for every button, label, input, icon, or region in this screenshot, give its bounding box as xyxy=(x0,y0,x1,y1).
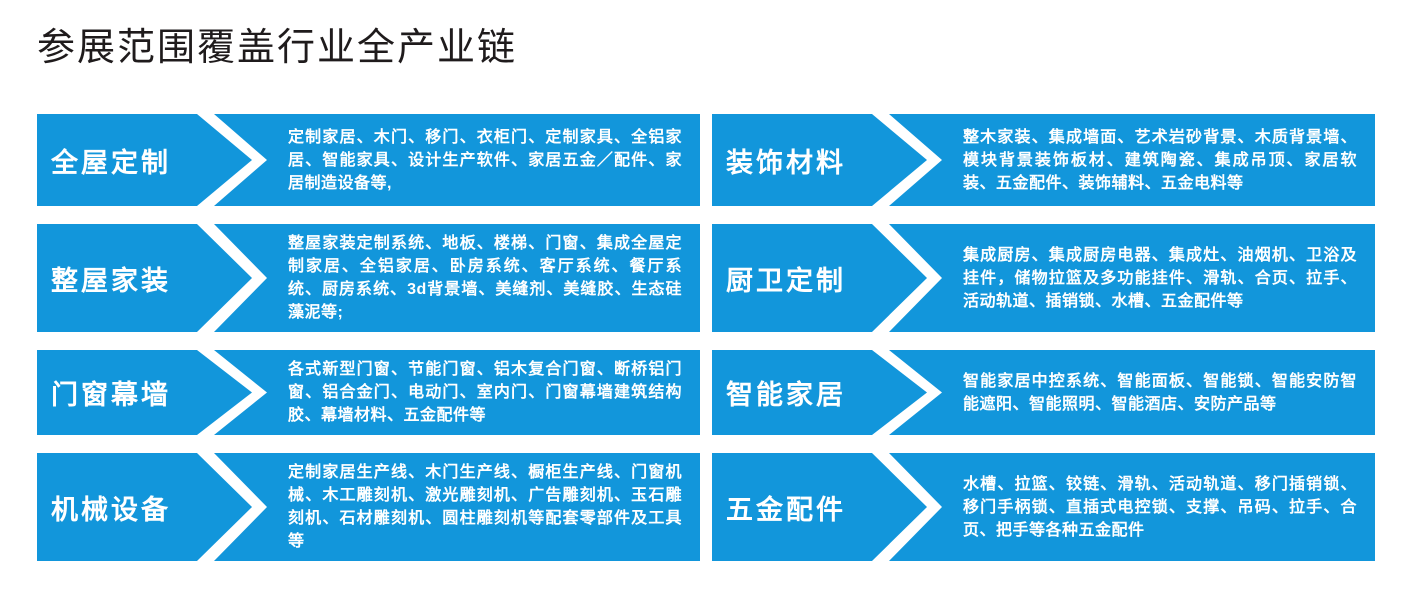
category-items-box: 整木家装、集成墙面、艺术岩砂背景、木质背景墙、模块背景装饰板材、建筑陶瓷、集成吊… xyxy=(889,114,1375,206)
category-row: 智能家居 智能家居中控系统、智能面板、智能锁、智能安防智能遮阳、智能照明、智能酒… xyxy=(712,350,1375,435)
category-items-box: 水槽、拉篮、铰链、滑轨、活动轨道、移门插销锁、移门手柄锁、直插式电控锁、支撑、吊… xyxy=(889,453,1375,561)
category-arrow-label: 机械设备 xyxy=(37,453,252,561)
category-items-text: 水槽、拉篮、铰链、滑轨、活动轨道、移门插销锁、移门手柄锁、直插式电控锁、支撑、吊… xyxy=(963,475,1357,539)
category-row: 五金配件 水槽、拉篮、铰链、滑轨、活动轨道、移门插销锁、移门手柄锁、直插式电控锁… xyxy=(712,453,1375,561)
category-grid: 全屋定制 定制家居、木门、移门、衣柜门、定制家具、全铝家居、智能家具、设计生产软… xyxy=(37,114,1375,561)
category-items-box: 定制家居、木门、移门、衣柜门、定制家具、全铝家居、智能家具、设计生产软件、家居五… xyxy=(214,114,700,206)
category-arrow-label: 整屋家装 xyxy=(37,224,252,332)
category-label-text: 厨卫定制 xyxy=(726,265,846,296)
category-label-text: 装饰材料 xyxy=(726,147,846,178)
category-row: 厨卫定制 集成厨房、集成厨房电器、集成灶、油烟机、卫浴及挂件，储物拉篮及多功能挂… xyxy=(712,224,1375,332)
category-row: 机械设备 定制家居生产线、木门生产线、橱柜生产线、门窗机械、木工雕刻机、激光雕刻… xyxy=(37,453,700,561)
category-items-box: 整屋家装定制系统、地板、楼梯、门窗、集成全屋定制家居、全铝家居、卧房系统、客厅系… xyxy=(214,224,700,332)
category-row: 门窗幕墙 各式新型门窗、节能门窗、铝木复合门窗、断桥铝门窗、铝合金门、电动门、室… xyxy=(37,350,700,435)
category-label-text: 整屋家装 xyxy=(51,265,171,296)
page-title: 参展范围覆盖行业全产业链 xyxy=(37,27,518,69)
category-items-text: 定制家居生产线、木门生产线、橱柜生产线、门窗机械、木工雕刻机、激光雕刻机、广告雕… xyxy=(288,464,682,550)
category-label-text: 智能家居 xyxy=(726,380,846,410)
category-items-text: 集成厨房、集成厨房电器、集成灶、油烟机、卫浴及挂件，储物拉篮及多功能挂件、滑轨、… xyxy=(963,246,1357,310)
category-items-text: 定制家居、木门、移门、衣柜门、定制家具、全铝家居、智能家具、设计生产软件、家居五… xyxy=(288,128,682,192)
category-row: 全屋定制 定制家居、木门、移门、衣柜门、定制家具、全铝家居、智能家具、设计生产软… xyxy=(37,114,700,206)
category-items-box: 各式新型门窗、节能门窗、铝木复合门窗、断桥铝门窗、铝合金门、电动门、室内门、门窗… xyxy=(214,350,700,435)
category-arrow-label: 全屋定制 xyxy=(37,114,252,206)
category-arrow-label: 门窗幕墙 xyxy=(37,350,252,435)
category-items-text: 整屋家装定制系统、地板、楼梯、门窗、集成全屋定制家居、全铝家居、卧房系统、客厅系… xyxy=(288,235,682,321)
category-row: 装饰材料 整木家装、集成墙面、艺术岩砂背景、木质背景墙、模块背景装饰板材、建筑陶… xyxy=(712,114,1375,206)
category-items-box: 定制家居生产线、木门生产线、橱柜生产线、门窗机械、木工雕刻机、激光雕刻机、广告雕… xyxy=(214,453,700,561)
category-arrow-label: 厨卫定制 xyxy=(712,224,927,332)
category-items-text: 智能家居中控系统、智能面板、智能锁、智能安防智能遮阳、智能照明、智能酒店、安防产… xyxy=(963,372,1357,413)
category-arrow-label: 五金配件 xyxy=(712,453,927,561)
category-items-text: 整木家装、集成墙面、艺术岩砂背景、木质背景墙、模块背景装饰板材、建筑陶瓷、集成吊… xyxy=(963,128,1357,192)
category-arrow-label: 智能家居 xyxy=(712,350,927,435)
category-items-box: 集成厨房、集成厨房电器、集成灶、油烟机、卫浴及挂件，储物拉篮及多功能挂件、滑轨、… xyxy=(889,224,1375,332)
category-label-text: 机械设备 xyxy=(51,494,171,525)
category-label-text: 五金配件 xyxy=(726,494,846,525)
category-items-text: 各式新型门窗、节能门窗、铝木复合门窗、断桥铝门窗、铝合金门、电动门、室内门、门窗… xyxy=(288,361,682,424)
category-label-text: 全屋定制 xyxy=(51,147,171,178)
category-row: 整屋家装 整屋家装定制系统、地板、楼梯、门窗、集成全屋定制家居、全铝家居、卧房系… xyxy=(37,224,700,332)
category-label-text: 门窗幕墙 xyxy=(51,380,171,410)
category-arrow-label: 装饰材料 xyxy=(712,114,927,206)
category-items-box: 智能家居中控系统、智能面板、智能锁、智能安防智能遮阳、智能照明、智能酒店、安防产… xyxy=(889,350,1375,435)
